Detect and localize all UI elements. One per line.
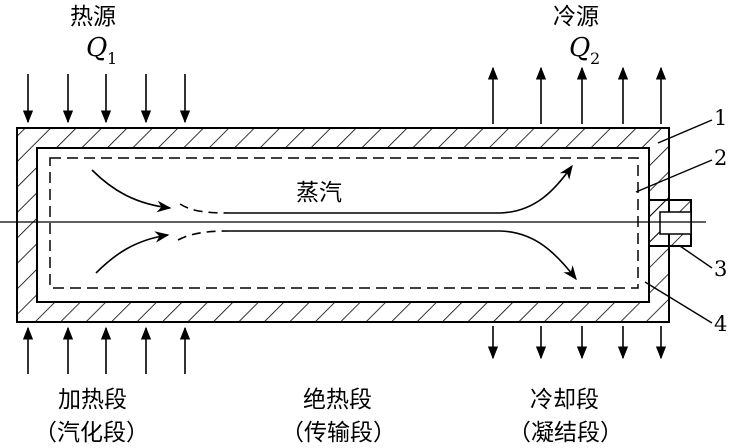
callout-4: 4 [714, 312, 727, 336]
heat-source-symbol: Q [86, 33, 107, 63]
end-cap [648, 199, 692, 247]
callout-2: 2 [714, 146, 727, 170]
heat-source-label: 热源 [70, 4, 116, 30]
callout-3: 3 [714, 257, 727, 281]
heat-source-subscript: 1 [107, 49, 117, 68]
callout-leaders [635, 119, 713, 324]
adiabatic-section-alt: （传输段） [281, 420, 396, 446]
cold-source-subscript: 2 [590, 49, 600, 68]
heating-section-label: 加热段 [58, 387, 127, 413]
callout-1: 1 [714, 106, 727, 130]
wick-boundary [49, 157, 639, 289]
heat-output-arrows [487, 66, 667, 360]
vapor-label: 蒸汽 [296, 180, 342, 206]
heat-input-arrows [22, 74, 191, 374]
cold-source-label: 冷源 [553, 4, 599, 30]
adiabatic-section-label: 绝热段 [303, 387, 372, 413]
vapor-flow [91, 164, 577, 281]
cooling-section-alt: （凝结段） [508, 420, 623, 446]
cooling-section-label: 冷却段 [530, 387, 599, 413]
heating-section-alt: （汽化段） [34, 420, 149, 446]
pipe-wall [16, 127, 670, 323]
cold-source-symbol: Q [569, 33, 590, 63]
